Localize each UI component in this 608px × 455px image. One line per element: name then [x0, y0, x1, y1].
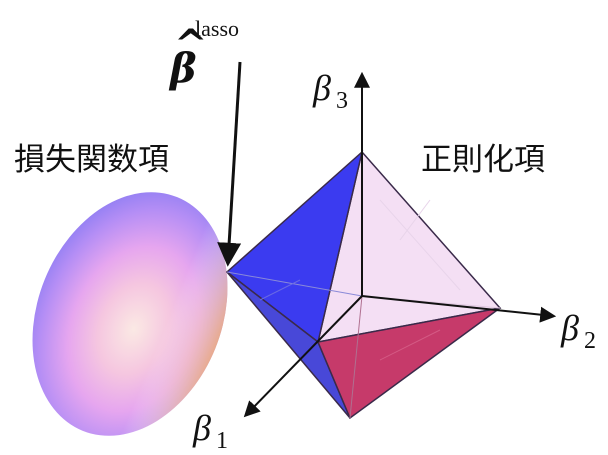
- axis-label-beta3-sub: 3: [336, 88, 348, 114]
- axis-label-beta2: β 2: [560, 308, 596, 354]
- octahedron-hidden-edge: [349, 295, 363, 419]
- axis-label-beta1-sub: 1: [216, 428, 228, 454]
- axis-label-beta1: β 1: [192, 408, 228, 454]
- axis-label-beta3: β 3: [312, 68, 348, 114]
- octahedron-mesh-line: [399, 199, 431, 241]
- beta-hat-arrow: [217, 61, 242, 267]
- beta-hat-lasso-label: ^ β lasso: [168, 16, 239, 92]
- axes: [243, 71, 557, 418]
- beta-hat-superscript: lasso: [195, 16, 239, 41]
- octahedron-mesh-line: [379, 329, 441, 361]
- octahedron-hidden-edge: [226, 271, 363, 297]
- l1-octahedron: [225, 149, 502, 420]
- axis-label-beta3-symbol: β: [312, 68, 331, 108]
- beta-hat-accent: ^: [174, 21, 208, 68]
- loss-ellipse: [32, 192, 228, 436]
- octahedron-mesh-line: [379, 199, 461, 291]
- octahedron-face-bottom-right: [316, 307, 501, 420]
- octahedron-mesh-line: [259, 279, 301, 301]
- axis-beta1: [243, 295, 363, 418]
- axis-beta2: [361, 295, 557, 323]
- axis-label-beta2-sub: 2: [584, 328, 596, 354]
- axis-label-beta2-symbol: β: [560, 308, 579, 348]
- regularization-term-label: 正則化項: [421, 142, 545, 178]
- beta-hat-symbol: β: [168, 45, 197, 92]
- loss-term-label: 損失関数項: [14, 142, 169, 178]
- axis-label-beta1-symbol: β: [192, 408, 211, 448]
